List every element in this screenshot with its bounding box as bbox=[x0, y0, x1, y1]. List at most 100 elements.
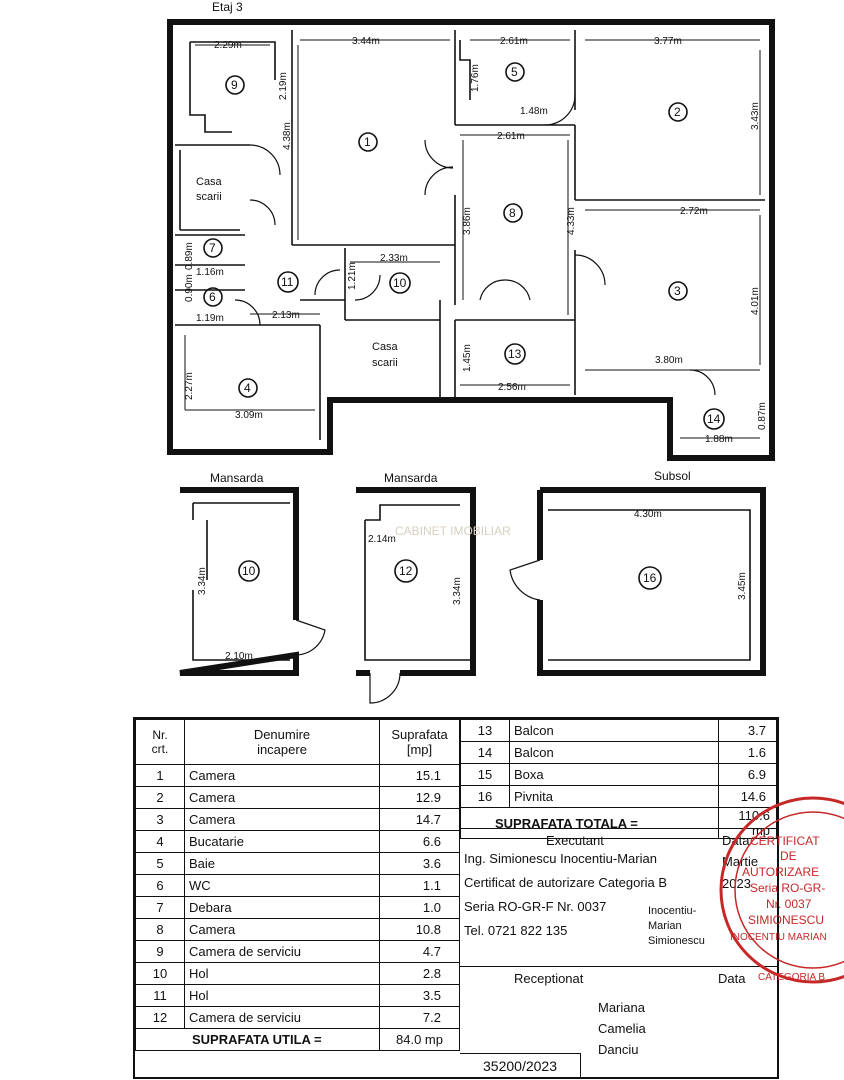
dim-4-h: 2.27m bbox=[184, 372, 195, 400]
room-6-number: 6 bbox=[209, 290, 216, 304]
dim-13-w: 2.56m bbox=[498, 382, 526, 393]
room-12-circle bbox=[394, 559, 418, 583]
stamp-line-1: CERTIFICAT bbox=[750, 834, 820, 848]
subsol-inner bbox=[548, 509, 751, 661]
mansarda-left-door bbox=[295, 619, 326, 656]
dim-5-w: 2.61m bbox=[500, 36, 528, 47]
subsol-title: Subsol bbox=[654, 469, 691, 483]
dim-16-h: 3.45m bbox=[737, 572, 748, 600]
dim-14-w: 1.88m bbox=[705, 434, 733, 445]
dim-11-w: 2.13m bbox=[272, 310, 300, 321]
row-nr: 12 bbox=[135, 1006, 185, 1029]
row-denumire: Baie bbox=[184, 852, 380, 875]
tel-text: Tel. 0721 822 135 bbox=[464, 923, 568, 938]
dim-8-h2: 4.33m bbox=[566, 207, 577, 235]
casa-scarii-2-line2: scarii bbox=[372, 357, 398, 369]
row-denumire: Camera de serviciu bbox=[184, 1006, 380, 1029]
row-nr: 8 bbox=[135, 918, 185, 941]
dim-1-w: 3.44m bbox=[352, 36, 380, 47]
dim-2-h: 3.43m bbox=[750, 102, 761, 130]
sign-line-2: Marian bbox=[648, 920, 682, 932]
dim-5-h: 1.76m bbox=[470, 64, 481, 92]
suprafata-utila-label: SUPRAFATA UTILA = bbox=[135, 1028, 380, 1051]
stamp-line-8: CATEGORIA B bbox=[758, 972, 825, 983]
stamp-line-7: INOCENTIU MARIAN bbox=[730, 932, 827, 943]
mansarda-mid-door bbox=[369, 672, 401, 704]
row-nr: 5 bbox=[135, 852, 185, 875]
mansarda-mid-inner bbox=[364, 504, 470, 661]
dim-13-h: 1.45m bbox=[462, 344, 473, 372]
casa-scarii-2-line1: Casa bbox=[372, 341, 399, 353]
dim-9-w: 2.29m bbox=[214, 40, 242, 51]
row-suprafata: 3.6 bbox=[379, 852, 460, 875]
room-4-number: 4 bbox=[244, 381, 251, 395]
row-nr: 11 bbox=[135, 984, 185, 1007]
row-denumire: Hol bbox=[184, 984, 380, 1007]
stamp-line-6: SIMIONESCU bbox=[748, 913, 824, 927]
dim-3-h: 4.01m bbox=[750, 287, 761, 315]
row-suprafata: 4.7 bbox=[379, 940, 460, 963]
row-nr: 4 bbox=[135, 830, 185, 853]
receiver-line-1: Mariana bbox=[598, 1000, 645, 1015]
dim-3-w: 2.72m bbox=[680, 206, 708, 217]
executant-label: Executant bbox=[546, 833, 604, 848]
room-5-number: 5 bbox=[511, 65, 518, 79]
room-9-number: 9 bbox=[231, 78, 238, 92]
row-nr: 7 bbox=[135, 896, 185, 919]
receptionat-label: Receptionat bbox=[514, 971, 584, 986]
receiver-line-2: Camelia bbox=[598, 1021, 646, 1036]
row-suprafata: 6.9 bbox=[718, 763, 777, 786]
dim-10b-h: 3.34m bbox=[197, 567, 208, 595]
row-suprafata: 14.6 bbox=[718, 785, 777, 808]
row-nr: 13 bbox=[460, 719, 510, 742]
col-suprafata-header: Suprafata [mp] bbox=[379, 719, 460, 765]
row-denumire: Balcon bbox=[509, 719, 719, 742]
subsol-door bbox=[509, 559, 541, 601]
row-denumire: Hol bbox=[184, 962, 380, 985]
row-denumire: Pivnita bbox=[509, 785, 719, 808]
sign-line-1: Inocentiu- bbox=[648, 905, 697, 917]
receiver-name: Mariana Camelia Danciu bbox=[598, 997, 646, 1060]
row-denumire: Boxa bbox=[509, 763, 719, 786]
row-suprafata: 3.5 bbox=[379, 984, 460, 1007]
room-10b-number: 10 bbox=[242, 564, 256, 578]
row-suprafata: 6.6 bbox=[379, 830, 460, 853]
room-10b-circle bbox=[238, 560, 260, 582]
row-suprafata: 1.6 bbox=[718, 741, 777, 764]
dim-6-w: 1.19m bbox=[196, 313, 224, 324]
mansarda-left-inner bbox=[192, 502, 290, 661]
dim-16-w: 4.30m bbox=[634, 509, 662, 520]
room-12-number: 12 bbox=[399, 564, 413, 578]
plan-labels: Casa scarii Casa scarii bbox=[196, 176, 399, 369]
room-numbers: 9 1 5 2 8 3 7 6 11 10 13 4 14 bbox=[203, 62, 725, 430]
row-nr: 15 bbox=[460, 763, 510, 786]
dim-3-w2: 3.80m bbox=[655, 355, 683, 366]
mansarda-left-title: Mansarda bbox=[210, 471, 264, 485]
room-10-number: 10 bbox=[393, 276, 407, 290]
room-2-number: 2 bbox=[674, 105, 681, 119]
room-11-number: 11 bbox=[281, 275, 294, 289]
row-denumire: Camera bbox=[184, 808, 380, 831]
room-1-number: 1 bbox=[364, 135, 371, 149]
row-denumire: WC bbox=[184, 874, 380, 897]
row-suprafata: 12.9 bbox=[379, 786, 460, 809]
data2-label: Data bbox=[718, 971, 746, 986]
stamp-line-5: Nr. 0037 bbox=[766, 897, 812, 911]
dim-4-w: 3.09m bbox=[235, 410, 263, 421]
mansarda-left-walls bbox=[179, 487, 299, 676]
row-denumire: Bucatarie bbox=[184, 830, 380, 853]
interior-walls bbox=[175, 30, 765, 440]
row-nr: 10 bbox=[135, 962, 185, 985]
